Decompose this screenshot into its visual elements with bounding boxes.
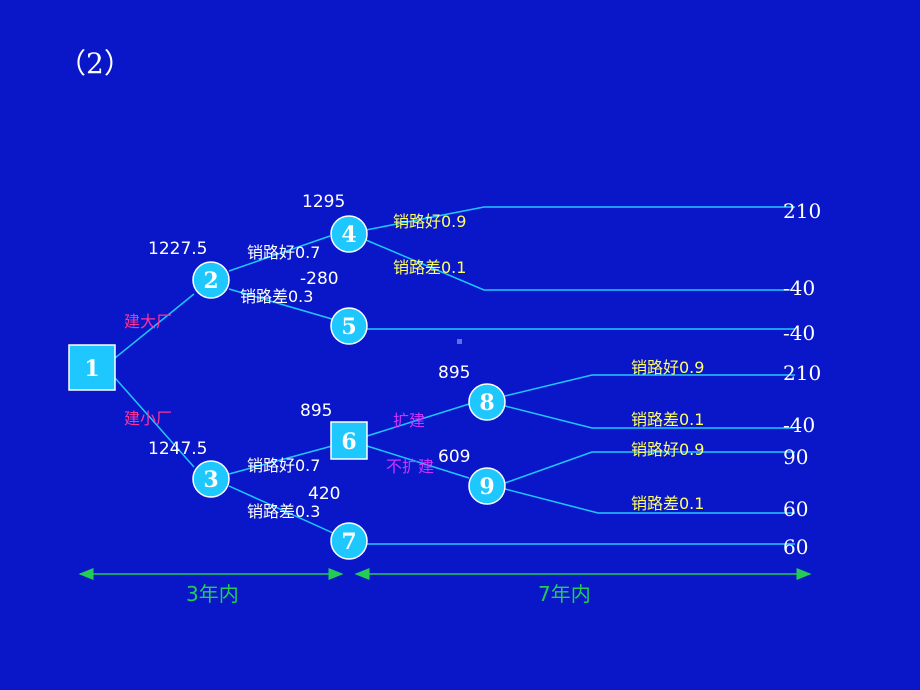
branch-4-bad: 销路差0.1 bbox=[393, 258, 466, 277]
node-5-label: 5 bbox=[341, 314, 356, 340]
node-8: 8 bbox=[468, 383, 506, 421]
node-4: 4 bbox=[330, 215, 368, 253]
branch-4-good: 销路好0.9 bbox=[393, 212, 466, 231]
node-5: 5 bbox=[330, 307, 368, 345]
node-6-label: 6 bbox=[341, 429, 356, 455]
payoff-value: 60 bbox=[783, 535, 808, 559]
node-7-label: 7 bbox=[341, 529, 356, 555]
tree-edges bbox=[114, 206, 795, 545]
payoff-value: 90 bbox=[783, 445, 808, 469]
node-4-value: 1295 bbox=[302, 192, 345, 212]
node-3-label: 3 bbox=[203, 467, 218, 493]
branch-expand: 扩建 bbox=[393, 411, 425, 430]
node-1: 1 bbox=[68, 344, 116, 391]
node-5-value: -280 bbox=[300, 269, 339, 289]
branch-3-good: 销路好0.7 bbox=[247, 456, 320, 475]
node-9-label: 9 bbox=[479, 474, 494, 500]
edge-4-payoff-1 bbox=[365, 206, 795, 231]
node-2: 2 bbox=[192, 261, 230, 299]
slide-title: （2） bbox=[58, 47, 132, 80]
center-mark bbox=[457, 339, 462, 344]
edge-9-payoff-1 bbox=[504, 451, 795, 484]
edge-3-6 bbox=[228, 445, 333, 475]
payoff-value: -40 bbox=[783, 276, 815, 300]
node-6-value: 895 bbox=[300, 401, 332, 421]
payoff-value: 210 bbox=[783, 199, 821, 223]
branch-2-good: 销路好0.7 bbox=[247, 243, 320, 262]
node-6: 6 bbox=[330, 421, 368, 460]
node-3-value: 1247.5 bbox=[148, 439, 207, 459]
branch-3-bad: 销路差0.3 bbox=[247, 502, 320, 521]
node-2-value: 1227.5 bbox=[148, 239, 207, 259]
branch-build-big: 建大厂 bbox=[124, 312, 172, 331]
edge-8-payoff-2 bbox=[504, 405, 795, 429]
edge-4-payoff-2 bbox=[365, 239, 795, 291]
node-1-label: 1 bbox=[84, 356, 99, 382]
edge-8-payoff-1 bbox=[504, 374, 795, 397]
node-8-value: 895 bbox=[438, 363, 470, 383]
node-7-value: 420 bbox=[308, 484, 340, 504]
node-8-label: 8 bbox=[479, 390, 494, 416]
node-9: 9 bbox=[468, 467, 506, 505]
branch-8-good: 销路好0.9 bbox=[631, 358, 704, 377]
payoff-value: 210 bbox=[783, 361, 821, 385]
node-3: 3 bbox=[192, 460, 230, 498]
timeline-label-3-years: 3年内 bbox=[186, 582, 239, 606]
edge-2-5 bbox=[228, 288, 333, 320]
edge-1-3 bbox=[114, 377, 195, 468]
branch-8-bad: 销路差0.1 bbox=[631, 410, 704, 429]
branch-2-bad: 销路差0.3 bbox=[240, 287, 313, 306]
payoff-value: -40 bbox=[783, 321, 815, 345]
payoff-value: 60 bbox=[783, 497, 808, 521]
edge-6-9 bbox=[366, 445, 470, 479]
edge-6-8 bbox=[366, 403, 470, 437]
branch-9-bad: 销路差0.1 bbox=[631, 494, 704, 513]
edge-2-4 bbox=[228, 235, 331, 272]
timeline-label-7-years: 7年内 bbox=[538, 582, 591, 606]
edge-9-payoff-2 bbox=[504, 488, 795, 514]
node-2-label: 2 bbox=[203, 268, 218, 294]
edge-1-2 bbox=[114, 293, 195, 359]
node-4-label: 4 bbox=[341, 222, 356, 248]
payoff-value: -40 bbox=[783, 413, 815, 437]
branch-no-expand: 不扩建 bbox=[386, 457, 434, 476]
branch-build-small: 建小厂 bbox=[124, 409, 172, 428]
node-9-value: 609 bbox=[438, 447, 470, 467]
branch-9-good: 销路好0.9 bbox=[631, 440, 704, 459]
edge-3-7 bbox=[228, 485, 334, 534]
node-7: 7 bbox=[330, 522, 368, 560]
